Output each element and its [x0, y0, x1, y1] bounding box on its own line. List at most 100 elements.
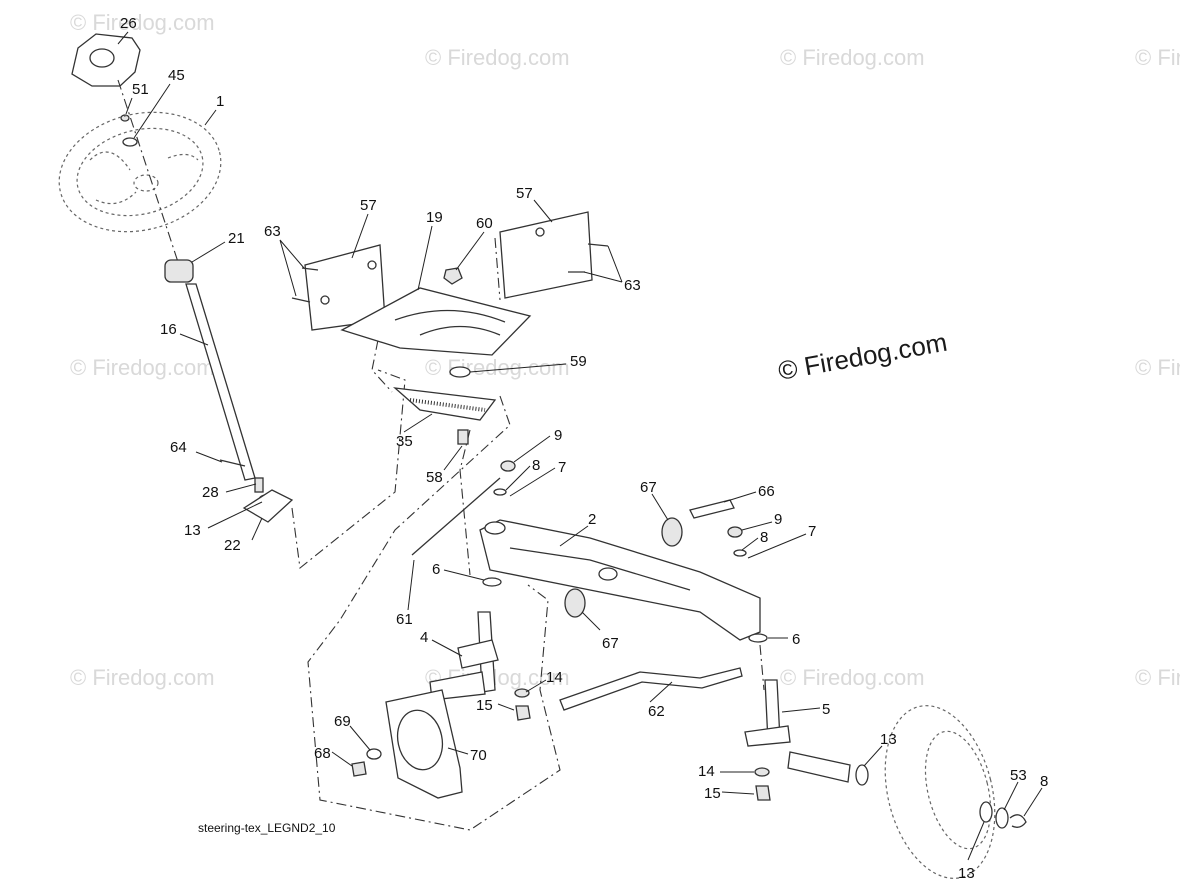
axle-edge	[509, 547, 691, 591]
front-wheel-rim	[924, 730, 992, 850]
steering-wheel-hub	[133, 174, 159, 192]
gear-teeth	[409, 398, 486, 412]
leader-line	[581, 611, 601, 631]
callout-35: 35	[396, 433, 413, 450]
leader-line	[747, 533, 807, 559]
steering-wheel-assembly	[58, 33, 294, 523]
front-axle-part	[479, 519, 761, 641]
steering-shaft-part	[185, 283, 256, 481]
leader-line	[331, 751, 353, 767]
callout-8: 8	[532, 457, 540, 474]
watermark: © Firedog.com	[1135, 665, 1180, 690]
leader-line	[225, 483, 257, 493]
callout-13: 13	[958, 865, 975, 882]
screw-part	[291, 267, 319, 303]
side-plate-part	[499, 211, 593, 299]
tie-rod-part	[559, 667, 743, 711]
leader-line	[417, 225, 433, 291]
spindle-assembly	[429, 611, 1027, 879]
axle-pivot	[484, 521, 506, 535]
washer-part	[449, 366, 471, 378]
callout-7: 7	[558, 459, 566, 476]
callout-9: 9	[774, 511, 782, 528]
washer-part	[995, 807, 1009, 829]
watermark: © Firedog.com	[70, 10, 215, 35]
watermark: © Firedog.com	[425, 355, 570, 380]
callout-66: 66	[758, 483, 775, 500]
nut-part	[755, 785, 771, 801]
leader-line	[443, 445, 463, 471]
callout-4: 4	[420, 629, 428, 646]
leader-line	[179, 333, 209, 346]
washer-part	[754, 767, 770, 777]
cap-part	[727, 526, 743, 538]
leader-line	[407, 559, 415, 611]
callout-63: 63	[624, 277, 641, 294]
steering-plate-assembly	[291, 211, 609, 445]
callout-7: 7	[808, 523, 816, 540]
spacer-part	[661, 517, 683, 547]
leader-line	[741, 521, 773, 531]
screw-part	[568, 243, 609, 273]
leader-line	[497, 703, 515, 711]
callout-67: 67	[640, 479, 657, 496]
callout-6: 6	[432, 561, 440, 578]
pivot-bolt-part	[689, 499, 735, 519]
leader-line	[443, 569, 485, 581]
leader-line	[455, 231, 485, 271]
leader-line	[721, 791, 755, 795]
cap-part	[500, 460, 516, 472]
spindle-arm	[744, 725, 791, 747]
washer-part	[493, 488, 507, 496]
leader-line	[133, 83, 171, 139]
callout-19: 19	[426, 209, 443, 226]
callout-6: 6	[792, 631, 800, 648]
washer-part	[979, 801, 993, 823]
callout-61: 61	[396, 611, 413, 628]
callout-14: 14	[698, 763, 715, 780]
adaptor-part	[164, 259, 194, 283]
washer-part	[748, 633, 768, 643]
plate-hole	[535, 227, 545, 237]
watermark-group: © Firedog.com © Firedog.com © Firedog.co…	[70, 10, 1180, 690]
callout-60: 60	[476, 215, 493, 232]
callout-1: 1	[216, 93, 224, 110]
leader-line	[403, 413, 433, 433]
nut-part	[515, 705, 531, 721]
callout-68: 68	[314, 745, 331, 762]
cap-hole	[89, 48, 115, 68]
callout-53: 53	[1010, 767, 1027, 784]
callout-8: 8	[760, 529, 768, 546]
leader-lines	[117, 31, 1043, 861]
leader-line	[967, 821, 985, 861]
callout-15: 15	[476, 697, 493, 714]
callout-28: 28	[202, 484, 219, 501]
plate-hole	[367, 260, 377, 270]
callout-5: 5	[822, 701, 830, 718]
callout-22: 22	[224, 537, 241, 554]
leader-line	[505, 465, 531, 491]
leader-line	[651, 493, 669, 521]
watermark: © Firedog.com	[425, 45, 570, 70]
cover-opening	[396, 709, 444, 771]
bolt-part	[254, 477, 264, 493]
leader-line	[195, 451, 223, 463]
bracket-slot	[394, 309, 506, 323]
callout-2: 2	[588, 511, 596, 528]
leader-line	[781, 707, 821, 713]
steering-bracket-part	[340, 287, 532, 356]
callout-8: 8	[1040, 773, 1048, 790]
steering-wheel-part	[58, 111, 222, 233]
washer-part	[366, 748, 382, 760]
callout-21: 21	[228, 230, 245, 247]
phantom-line	[307, 395, 561, 831]
phantom-line	[291, 369, 406, 570]
leader-line	[431, 639, 463, 657]
washer-part	[855, 764, 869, 786]
leader-line	[509, 467, 556, 497]
drag-link-part	[411, 477, 501, 556]
watermark: © Firedog.com	[70, 355, 215, 380]
leader-line	[469, 363, 567, 373]
callout-labels: 26 51 45 1 21 16 64 28 13 22 63 57 19 60…	[120, 15, 1048, 882]
